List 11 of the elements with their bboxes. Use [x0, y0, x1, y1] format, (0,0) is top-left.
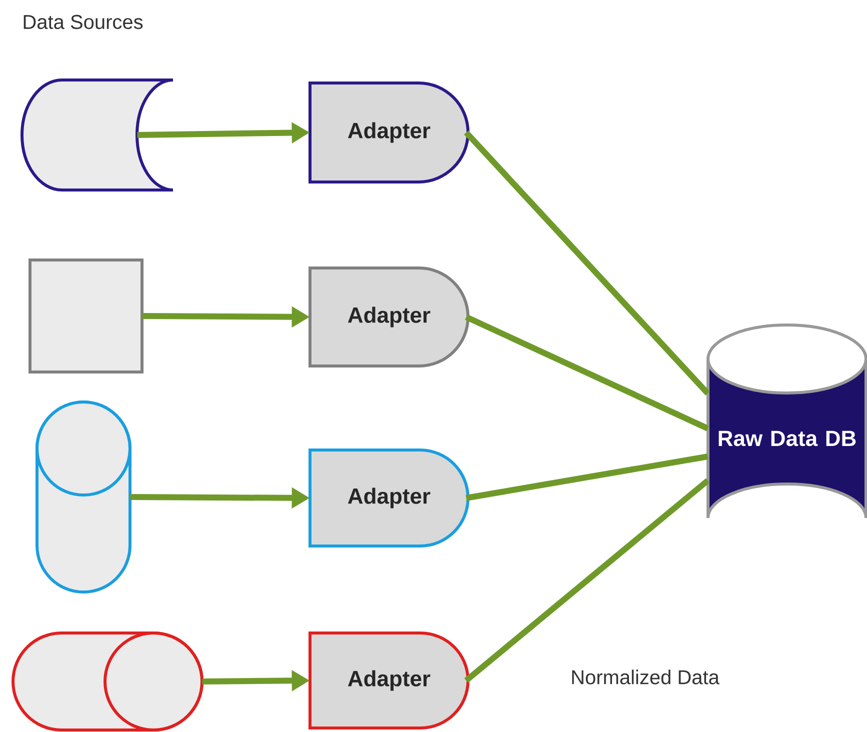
source-symbol	[12, 632, 204, 732]
database-cylinder: Raw Data DB	[706, 324, 867, 520]
adapter-box: Adapter	[308, 632, 470, 730]
title: Data Sources	[24, 14, 143, 30]
adapter-box: Adapter	[308, 82, 470, 184]
source-symbol	[28, 258, 144, 374]
source-symbol	[20, 78, 174, 192]
adapter-box: Adapter	[308, 448, 470, 548]
source-symbol	[36, 400, 132, 594]
note-label: Normalized Data	[572, 670, 720, 684]
adapter-box: Adapter	[308, 266, 470, 368]
